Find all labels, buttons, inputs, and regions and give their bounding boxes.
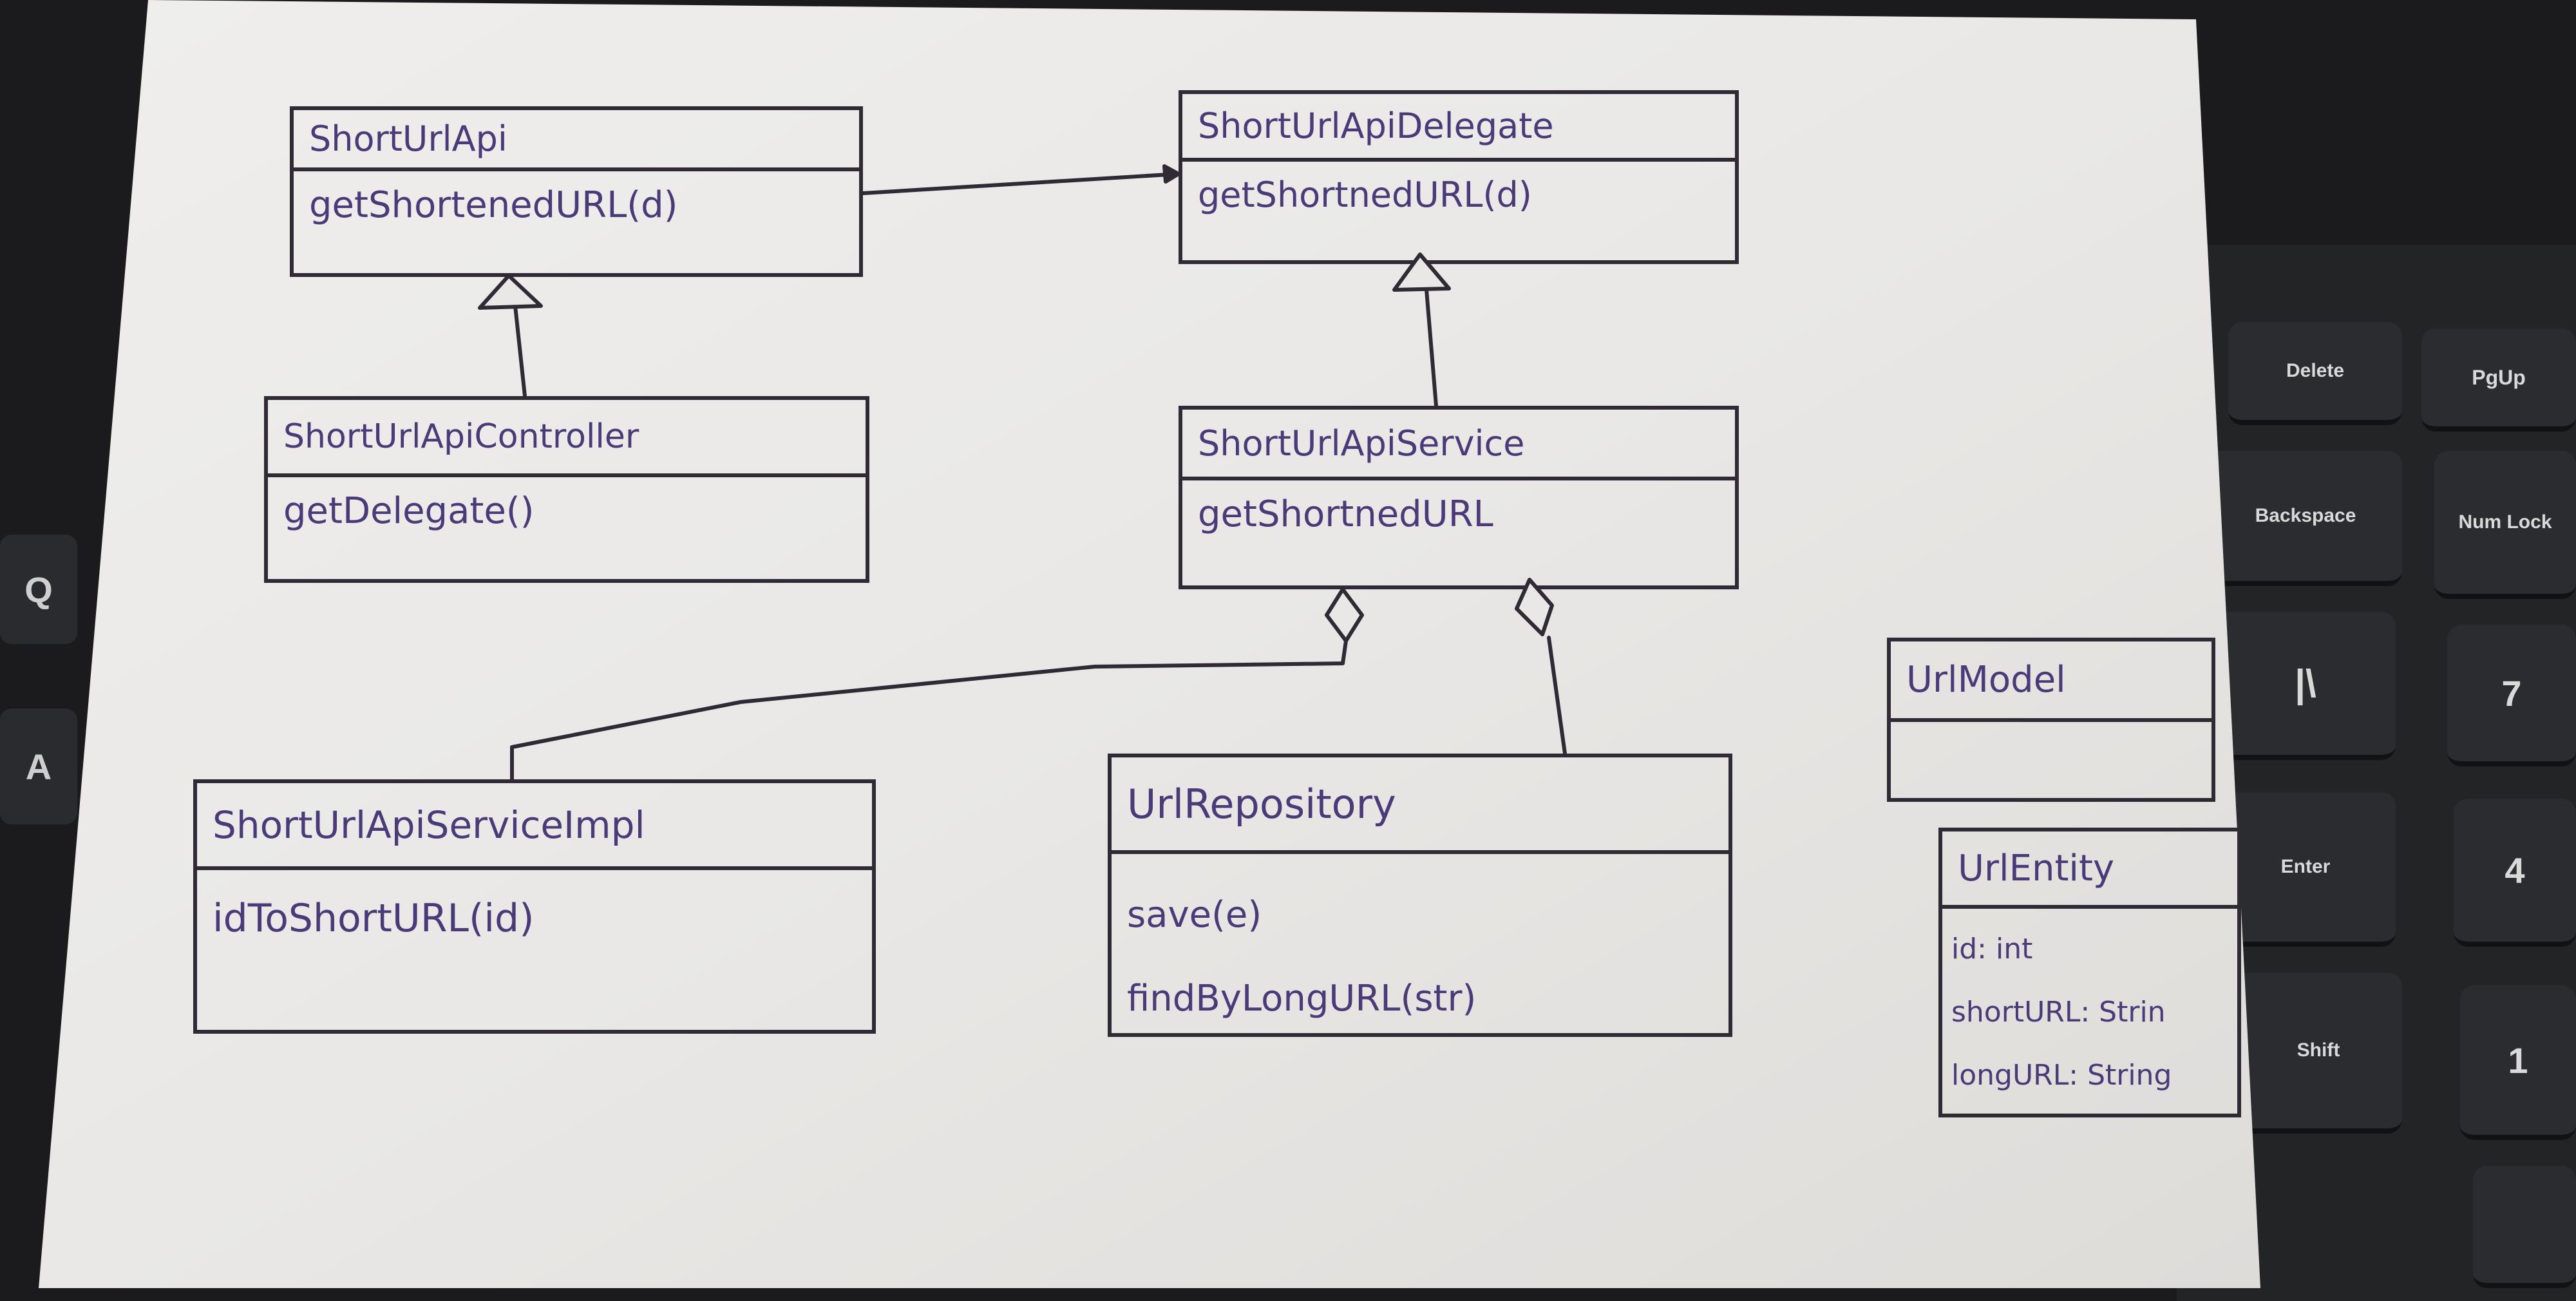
- class-url-model: UrlModel: [1887, 638, 2215, 802]
- key-shift: Shift: [2235, 973, 2402, 1134]
- class-url-entity: UrlEntity id: int shortURL: Strin longUR…: [1938, 828, 2241, 1117]
- key-delete: Delete: [2228, 322, 2402, 425]
- class-method: getDelegate(): [283, 490, 535, 532]
- class-url-repository: UrlRepository save(e) findByLongURL(str): [1108, 754, 1732, 1037]
- generalization-line: [1425, 288, 1438, 408]
- class-name: UrlRepository: [1127, 780, 1396, 828]
- generalization-arrowhead: [478, 274, 543, 310]
- key-backslash: |\: [2215, 612, 2396, 760]
- key-a: A: [0, 708, 77, 824]
- class-method: getShortenedURL(d): [309, 184, 678, 226]
- key-backspace: Backspace: [2209, 451, 2402, 586]
- generalization-line: [513, 304, 527, 398]
- class-attribute: id: int: [1951, 933, 2033, 965]
- generalization-arrowhead: [1392, 252, 1451, 292]
- class-name: ShortUrlApiService: [1198, 423, 1525, 464]
- class-name: UrlModel: [1906, 659, 2066, 701]
- class-method: getShortnedURL(d): [1198, 175, 1532, 215]
- aggregation-diamond: [1515, 578, 1554, 636]
- association-line: [861, 172, 1180, 195]
- key-q: Q: [0, 535, 77, 644]
- aggregation-diamond: [1325, 587, 1364, 643]
- class-method: getShortnedURL: [1198, 493, 1493, 535]
- class-attribute: longURL: String: [1951, 1059, 2172, 1092]
- key-4: 4: [2454, 799, 2576, 947]
- class-name: ShortUrlApiDelegate: [1198, 106, 1554, 146]
- association-arrowhead: [1162, 164, 1180, 184]
- class-short-url-api-service-impl: ShortUrlApiServiceImpl idToShortURL(id): [193, 779, 876, 1034]
- key-7: 7: [2447, 625, 2576, 766]
- class-name: UrlEntity: [1958, 847, 2115, 889]
- class-short-url-api: ShortUrlApi getShortenedURL(d): [290, 106, 863, 277]
- aggregation-line: [510, 639, 1348, 781]
- class-method: idToShortURL(id): [213, 896, 535, 941]
- class-short-url-api-delegate: ShortUrlApiDelegate getShortnedURL(d): [1179, 90, 1739, 264]
- aggregation-line: [1547, 636, 1567, 755]
- class-name: ShortUrlApi: [309, 119, 507, 159]
- class-short-url-api-controller: ShortUrlApiController getDelegate(): [264, 396, 869, 583]
- class-name: ShortUrlApiServiceImpl: [213, 802, 645, 847]
- key-1: 1: [2460, 985, 2576, 1140]
- key-blank: [2473, 1166, 2576, 1288]
- class-attribute: shortURL: Strin: [1951, 996, 2166, 1029]
- key-num-lock: Num Lock: [2434, 451, 2576, 599]
- class-short-url-api-service: ShortUrlApiService getShortnedURL: [1179, 406, 1739, 589]
- class-name: ShortUrlApiController: [283, 417, 639, 456]
- key-enter: Enter: [2215, 792, 2396, 947]
- key-pgup: PgUp: [2421, 328, 2576, 432]
- class-method: findByLongURL(str): [1127, 978, 1477, 1020]
- class-method: save(e): [1127, 894, 1262, 936]
